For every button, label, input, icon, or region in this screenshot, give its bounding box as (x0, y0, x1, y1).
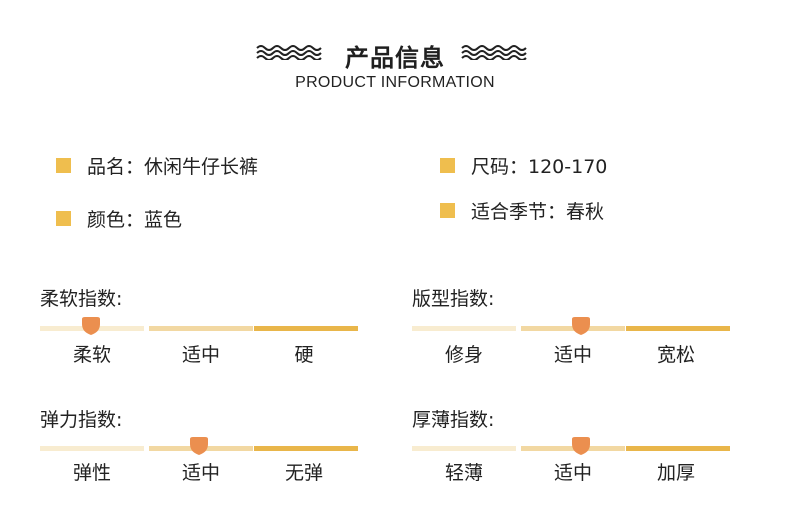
scale-segment-no-stretch (254, 446, 358, 451)
elasticity-index-labels: 弹性 适中 无弹 (40, 458, 358, 484)
softness-index-scale (40, 317, 358, 335)
info-item-size-text: 尺码：120-170 (471, 155, 608, 178)
page-subtitle: PRODUCT INFORMATION (295, 74, 495, 91)
wave-decoration-right (460, 44, 528, 60)
level-indicator-icon (188, 436, 210, 456)
info-item-color-text: 颜色：蓝色 (87, 208, 183, 231)
info-item-season-text: 适合季节：春秋 (471, 200, 605, 223)
fit-index-scale (412, 317, 730, 335)
bullet-square-icon (440, 157, 455, 173)
info-item-size: 尺码：120-170 (440, 151, 607, 179)
elasticity-index-scale (40, 437, 358, 455)
scale-segment-hard (254, 326, 358, 331)
fit-index-labels: 修身 适中 宽松 (412, 340, 730, 366)
scale-segment-slim (412, 326, 516, 331)
scale-label: 加厚 (656, 462, 695, 484)
wave-decoration-left (255, 44, 323, 60)
elasticity-index-title: 弹力指数: (40, 409, 123, 431)
scale-segment-thin (412, 446, 516, 451)
scale-segment-medium (149, 326, 253, 331)
scale-label: 适中 (553, 344, 592, 366)
scale-label: 适中 (553, 462, 592, 484)
scale-label: 修身 (444, 344, 483, 366)
level-indicator-icon (570, 316, 592, 336)
level-indicator-icon (80, 316, 102, 336)
softness-index-title: 柔软指数: (40, 288, 123, 310)
scale-label: 适中 (181, 462, 220, 484)
softness-index-labels: 柔软 适中 硬 (40, 340, 358, 366)
scale-label: 宽松 (656, 344, 695, 366)
scale-label: 柔软 (72, 344, 111, 366)
scale-segment-thick (626, 446, 730, 451)
info-item-season: 适合季节：春秋 (440, 196, 604, 224)
thickness-index-title: 厚薄指数: (412, 409, 495, 431)
page-title: 产品信息 (345, 44, 445, 72)
scale-label: 硬 (294, 344, 314, 366)
thickness-index-labels: 轻薄 适中 加厚 (412, 458, 730, 484)
info-item-name: 品名：休闲牛仔长裤 (56, 151, 258, 179)
scale-segment-elastic (40, 446, 144, 451)
scale-label: 适中 (181, 344, 220, 366)
level-indicator-icon (570, 436, 592, 456)
bullet-square-icon (56, 210, 71, 226)
info-item-color: 颜色：蓝色 (56, 204, 182, 232)
scale-segment-loose (626, 326, 730, 331)
scale-label: 无弹 (284, 462, 323, 484)
thickness-index-scale (412, 437, 730, 455)
bullet-square-icon (56, 157, 71, 173)
fit-index-title: 版型指数: (412, 288, 495, 310)
scale-label: 弹性 (72, 462, 111, 484)
scale-label: 轻薄 (444, 462, 483, 484)
info-item-name-text: 品名：休闲牛仔长裤 (87, 155, 259, 178)
bullet-square-icon (440, 202, 455, 218)
